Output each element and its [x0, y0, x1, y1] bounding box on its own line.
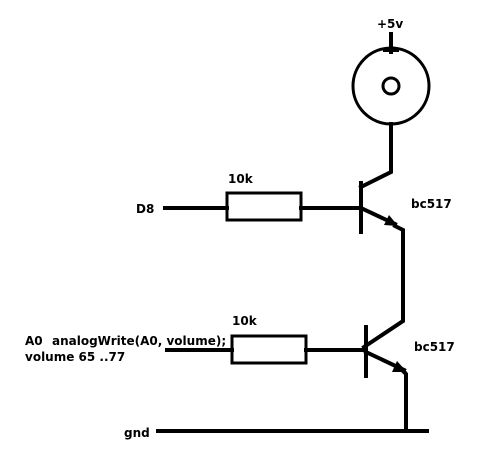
resistor-2-label: 10k	[232, 314, 258, 328]
resistor-1	[225, 191, 303, 222]
a0-label: A0	[25, 334, 43, 348]
speaker-to-collector-wire	[358, 122, 393, 190]
supply-label: +5v	[377, 17, 403, 31]
speaker-icon	[351, 46, 431, 126]
resistor-1-label: 10k	[228, 172, 254, 186]
resistor-2	[230, 334, 308, 365]
emitter-to-ground-wire	[401, 369, 408, 433]
darlington-link-wire	[361, 223, 405, 350]
a0-range-label: volume 65 ..77	[25, 350, 125, 364]
transistor-2-label: bc517	[414, 340, 455, 354]
a0-code-label: analogWrite(A0, volume);	[52, 334, 226, 348]
ground-label: gnd	[124, 426, 150, 440]
transistor-1-label: bc517	[411, 197, 452, 211]
transistor-1-symbol	[358, 181, 398, 234]
d8-label: D8	[136, 202, 154, 216]
transistor-2-symbol	[363, 325, 407, 378]
